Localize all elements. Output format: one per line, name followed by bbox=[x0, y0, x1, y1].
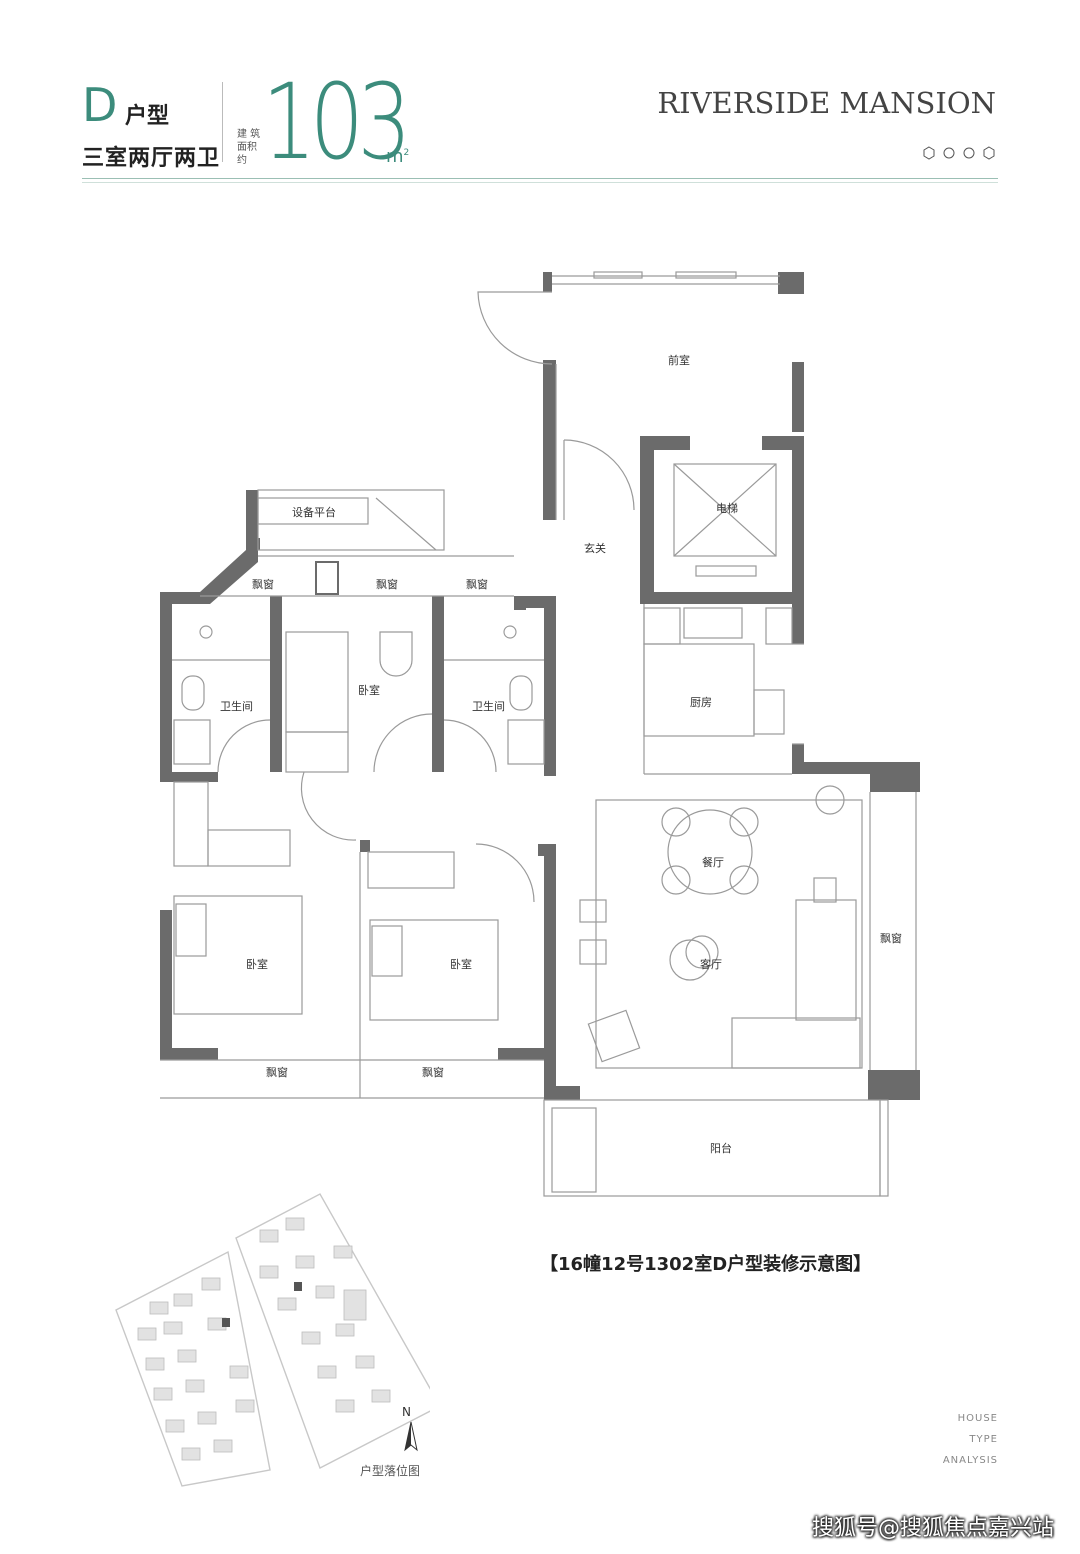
label-bay-window-bottom-mid: 飘窗 bbox=[422, 1065, 444, 1079]
area-unit-sup: 2 bbox=[403, 148, 410, 158]
label-equipment-platform: 设备平台 bbox=[292, 505, 336, 519]
area-value: 103 bbox=[262, 61, 412, 183]
unit-layout: 三室两厅两卫 bbox=[82, 146, 221, 171]
header-rule bbox=[82, 178, 998, 179]
label-bathroom-right: 卫生间 bbox=[472, 699, 505, 713]
area-unit-text: m bbox=[386, 146, 404, 167]
analysis-line-2: TYPE bbox=[969, 1434, 998, 1445]
watermark: 搜狐号@搜狐焦点嘉兴站 bbox=[811, 1516, 1054, 1541]
brand-title: RIVERSIDE MANSION bbox=[657, 86, 996, 120]
label-bay-window-3: 飘窗 bbox=[466, 577, 488, 591]
plan-caption: 【16幢12号1302室D户型装修示意图】 bbox=[540, 1254, 872, 1275]
locator-label: 户型落位图 bbox=[360, 1464, 421, 1478]
north-label: N bbox=[402, 1405, 411, 1419]
label-balcony: 阳台 bbox=[710, 1141, 732, 1155]
label-bay-window-1: 飘窗 bbox=[252, 577, 274, 591]
area-unit: m2 bbox=[386, 146, 409, 167]
unit-marker-1 bbox=[222, 1318, 230, 1327]
label-bay-window-bottom-left: 飘窗 bbox=[266, 1065, 288, 1079]
header-rule-secondary bbox=[82, 182, 998, 183]
label-bay-window-right: 飘窗 bbox=[880, 931, 902, 945]
label-dining: 餐厅 bbox=[702, 855, 724, 869]
plan-walls bbox=[160, 272, 920, 1100]
label-bedroom-center: 卧室 bbox=[358, 683, 380, 697]
label-bedroom-left: 卧室 bbox=[246, 957, 268, 971]
unit-type-letter: D bbox=[82, 78, 118, 132]
label-bedroom-middle: 卧室 bbox=[450, 957, 472, 971]
label-bay-window-2: 飘窗 bbox=[376, 577, 398, 591]
site-plan-map bbox=[115, 1193, 430, 1487]
decorative-dots-icon bbox=[923, 146, 995, 160]
house-type-analysis: HOUSE TYPE ANALYSIS bbox=[943, 1408, 998, 1471]
unit-marker-2 bbox=[294, 1282, 302, 1291]
north-arrow-icon bbox=[404, 1421, 418, 1452]
analysis-line-1: HOUSE bbox=[957, 1413, 998, 1424]
label-entrance: 玄关 bbox=[584, 541, 606, 555]
plan-lines bbox=[160, 271, 917, 1197]
label-front-room: 前室 bbox=[668, 353, 690, 367]
area-label: 建 筑 面积约 bbox=[237, 129, 261, 166]
analysis-line-3: ANALYSIS bbox=[942, 1455, 998, 1466]
header-divider bbox=[222, 82, 223, 162]
unit-type-label: 户型 bbox=[125, 104, 170, 129]
label-elevator: 电梯 bbox=[716, 502, 738, 515]
label-living: 客厅 bbox=[700, 957, 722, 971]
floor-plan: 前室 电梯 设备平台 飘窗 飘窗 飘窗 玄关 卫生间 卧室 卫生间 厨房 餐厅 … bbox=[160, 271, 920, 1197]
plan-labels: 前室 电梯 设备平台 飘窗 飘窗 飘窗 玄关 卫生间 卧室 卫生间 厨房 餐厅 … bbox=[220, 353, 902, 1155]
label-kitchen: 厨房 bbox=[690, 696, 712, 709]
label-bathroom-left: 卫生间 bbox=[220, 699, 253, 713]
